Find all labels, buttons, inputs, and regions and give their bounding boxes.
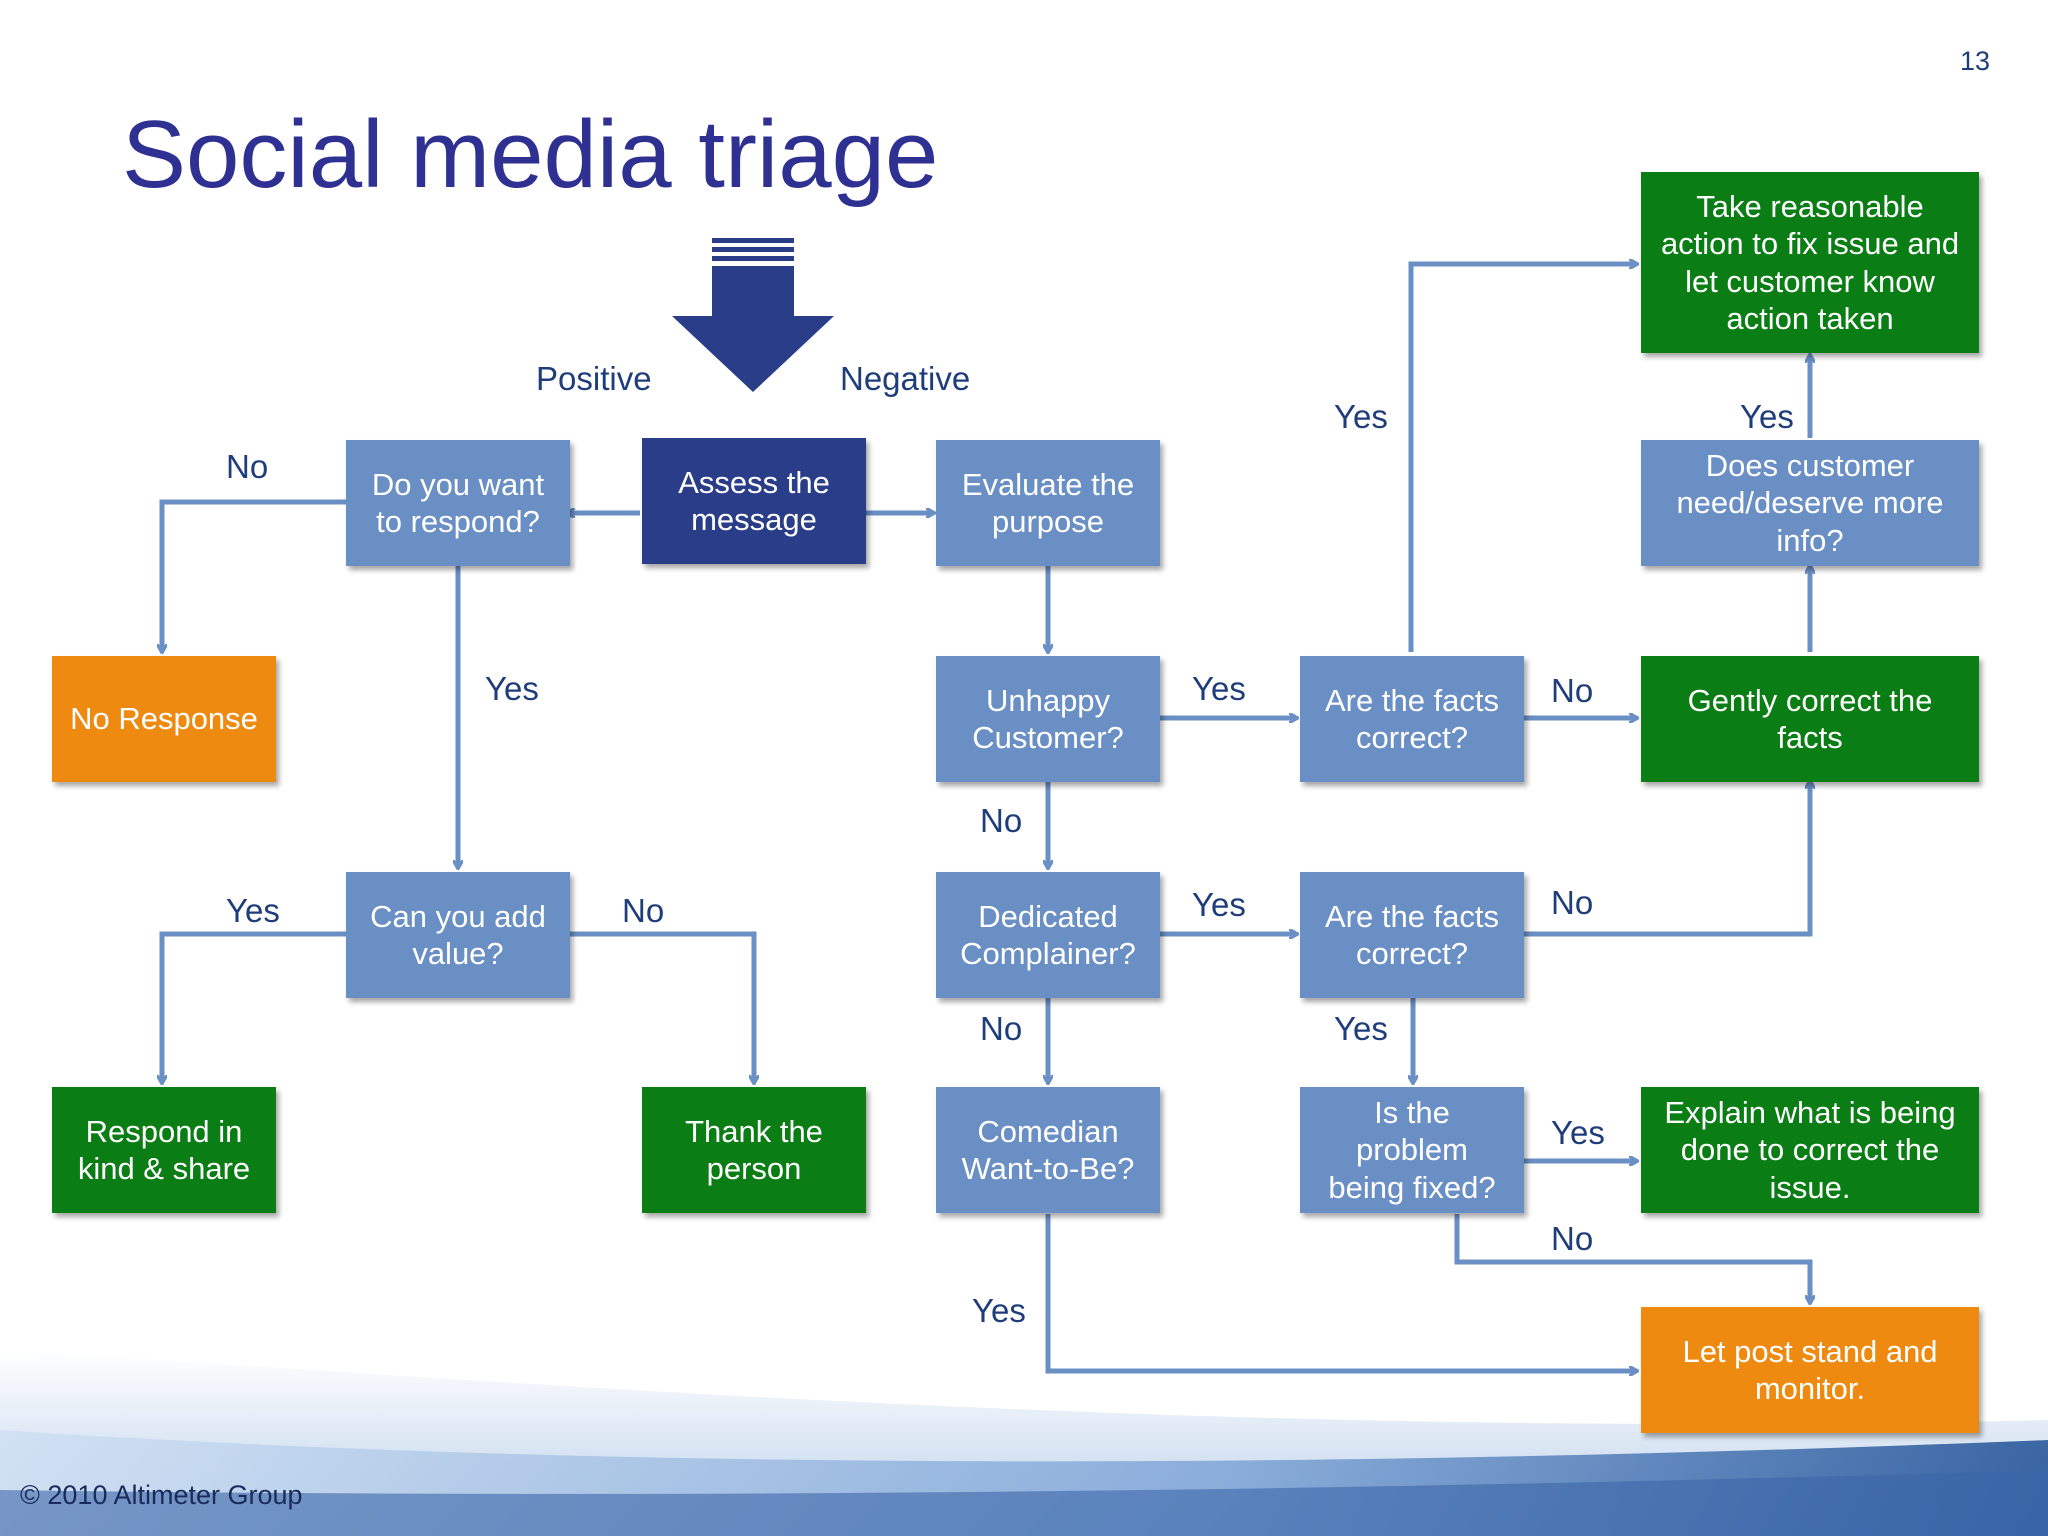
label-no: No	[1551, 1220, 1594, 1257]
label-negative: Negative	[840, 360, 971, 397]
node-assess-message: Assess the message	[642, 438, 866, 564]
node-thank-person: Thank the person	[642, 1087, 866, 1213]
node-evaluate-purpose: Evaluate the purpose	[936, 440, 1160, 566]
copyright-footer: © 2010 Altimeter Group	[20, 1480, 303, 1510]
slide-title: Social media triage	[122, 101, 939, 208]
connector-add-value-no	[570, 931, 754, 1083]
node-explain: Explain what is being done to correct th…	[1641, 1087, 1979, 1213]
label-positive: Positive	[536, 360, 652, 397]
node-unhappy-customer: Unhappy Customer?	[936, 656, 1160, 782]
node-gently-correct: Gently correct the facts	[1641, 656, 1979, 782]
node-add-value: Can you add value?	[346, 872, 570, 998]
connector-no-response	[162, 499, 346, 652]
label-no: No	[1551, 672, 1594, 709]
node-dedicated-complainer: Dedicated Complainer?	[936, 872, 1160, 998]
node-no-response: No Response	[52, 656, 276, 782]
label-no: No	[980, 802, 1023, 839]
label-no: No	[980, 1010, 1023, 1047]
entry-arrow	[672, 238, 834, 392]
node-facts-correct-2: Are the facts correct?	[1300, 872, 1524, 998]
slide-number: 13	[1959, 46, 1990, 76]
node-comedian: Comedian Want-to-Be?	[936, 1087, 1160, 1213]
node-take-action: Take reasonable action to fix issue and …	[1641, 172, 1979, 353]
label-no: No	[226, 448, 269, 485]
label-yes: Yes	[1334, 1010, 1388, 1047]
node-want-to-respond: Do you want to respond?	[346, 440, 570, 566]
connector-facts1-yes	[1408, 264, 1637, 652]
node-need-more-info: Does customer need/deserve more info?	[1641, 440, 1979, 566]
label-yes: Yes	[1192, 670, 1246, 707]
label-yes: Yes	[1740, 398, 1794, 435]
label-yes: Yes	[1551, 1114, 1605, 1151]
connector-fixed-no	[1454, 1214, 1810, 1303]
node-problem-being-fixed: Is the problem being fixed?	[1300, 1087, 1524, 1213]
node-let-post-stand: Let post stand and monitor.	[1641, 1307, 1979, 1433]
label-yes: Yes	[1192, 886, 1246, 923]
connector-comedian-yes	[1045, 1214, 1637, 1371]
label-yes: Yes	[972, 1292, 1026, 1329]
label-no: No	[622, 892, 665, 929]
label-yes: Yes	[485, 670, 539, 707]
label-yes: Yes	[226, 892, 280, 929]
node-facts-correct-1: Are the facts correct?	[1300, 656, 1524, 782]
label-yes: Yes	[1334, 398, 1388, 435]
connector-facts2-no	[1522, 781, 1810, 937]
connector-add-value-yes	[162, 931, 346, 1083]
label-no: No	[1551, 884, 1594, 921]
node-respond-in-kind: Respond in kind & share	[52, 1087, 276, 1213]
